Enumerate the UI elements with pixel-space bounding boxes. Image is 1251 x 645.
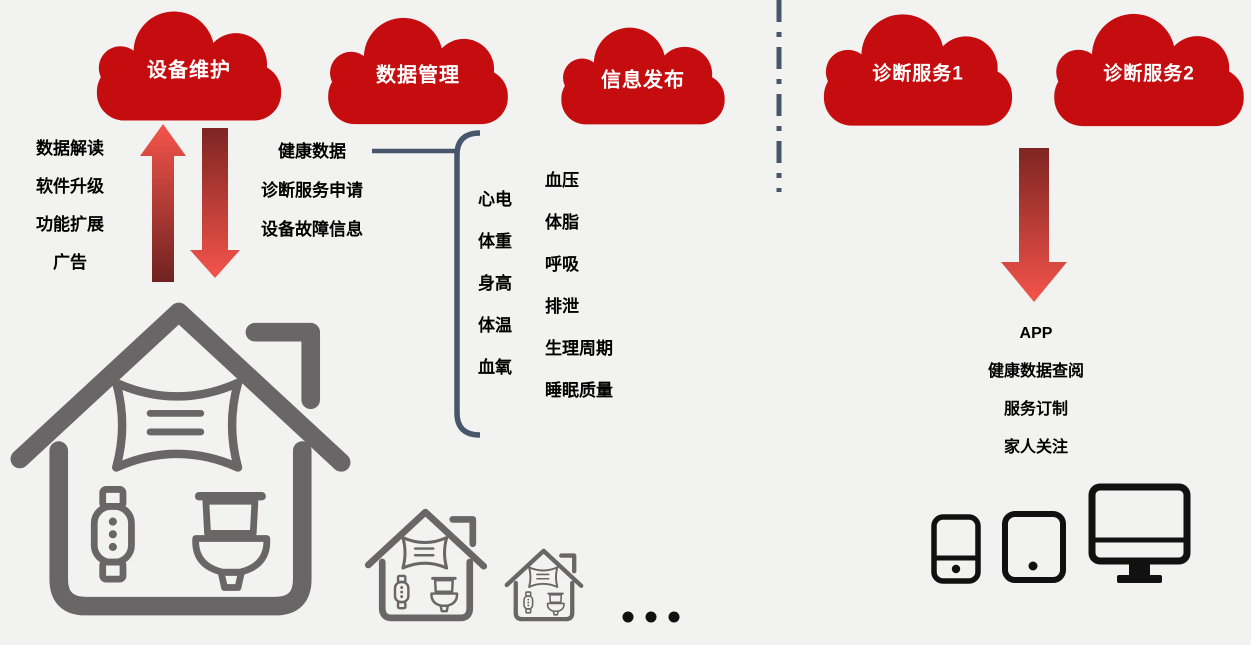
cloud-label: 诊断服务2 — [1103, 63, 1195, 85]
cloud-label: 信息发布 — [601, 69, 685, 92]
more-homes-ellipsis-icon — [622, 611, 680, 623]
maintenance-item: 数据解读 — [36, 139, 104, 158]
sign-item: 体脂 — [545, 213, 579, 232]
cloud-diagnostic-service-2: 诊断服务2 — [1046, 12, 1251, 128]
sign-item: 排泄 — [545, 297, 579, 316]
section-divider — [776, 0, 782, 192]
cloud-label: 设备维护 — [147, 59, 231, 82]
upload-list: 健康数据 诊断服务申请 设备故障信息 — [244, 132, 380, 249]
medium-smart-home-icon — [364, 505, 488, 625]
upload-item: 健康数据 — [278, 142, 346, 161]
smartphone-icon — [931, 514, 981, 584]
app-feature-list: APP 健康数据查阅 服务订制 家人关注 — [946, 315, 1126, 467]
cloud-label: 诊断服务1 — [872, 63, 964, 85]
cloud-diagnostic-service-1: 诊断服务1 — [822, 12, 1014, 128]
sign-item: 生理周期 — [545, 339, 613, 358]
sign-item: 呼吸 — [545, 255, 579, 274]
sign-item: 血压 — [545, 171, 579, 190]
maintenance-item: 广告 — [53, 253, 87, 272]
derived-signs-list: 血压 体脂 呼吸 排泄 生理周期 睡眠质量 — [545, 160, 655, 412]
large-smart-home-icon — [8, 292, 353, 626]
health-data-bracket — [372, 130, 481, 438]
app-item: 服务订制 — [1003, 401, 1068, 418]
desktop-monitor-icon — [1088, 483, 1191, 583]
sign-item: 体温 — [478, 316, 512, 335]
maintenance-item: 软件升级 — [36, 177, 104, 196]
maintenance-item: 功能扩展 — [36, 215, 104, 234]
measured-signs-list: 心电 体重 身高 体温 血氧 — [458, 179, 532, 389]
app-item: 家人关注 — [1003, 439, 1068, 456]
upload-item: 设备故障信息 — [261, 220, 363, 239]
app-item: 健康数据查阅 — [987, 363, 1084, 380]
upload-download-arrows-icon — [140, 124, 240, 282]
sign-item: 血氧 — [478, 358, 512, 377]
app-item: APP — [1019, 325, 1053, 342]
cloud-info-release: 信息发布 — [548, 26, 738, 126]
sign-item: 睡眠质量 — [545, 381, 613, 400]
tablet-icon — [1002, 511, 1066, 583]
sign-item: 心电 — [478, 190, 512, 209]
cloud-device-maintenance: 设备维护 — [95, 6, 283, 126]
sign-item: 身高 — [478, 274, 512, 293]
sign-item: 体重 — [478, 232, 512, 251]
maintenance-list: 数据解读 软件升级 功能扩展 广告 — [18, 130, 122, 282]
client-devices-icons — [931, 483, 1191, 584]
cloud-label: 数据管理 — [376, 64, 460, 87]
small-smart-home-icon — [504, 546, 584, 624]
upload-item: 诊断服务申请 — [261, 181, 363, 200]
service-download-arrow-icon — [1001, 148, 1067, 302]
cloud-data-management: 数据管理 — [324, 16, 512, 126]
